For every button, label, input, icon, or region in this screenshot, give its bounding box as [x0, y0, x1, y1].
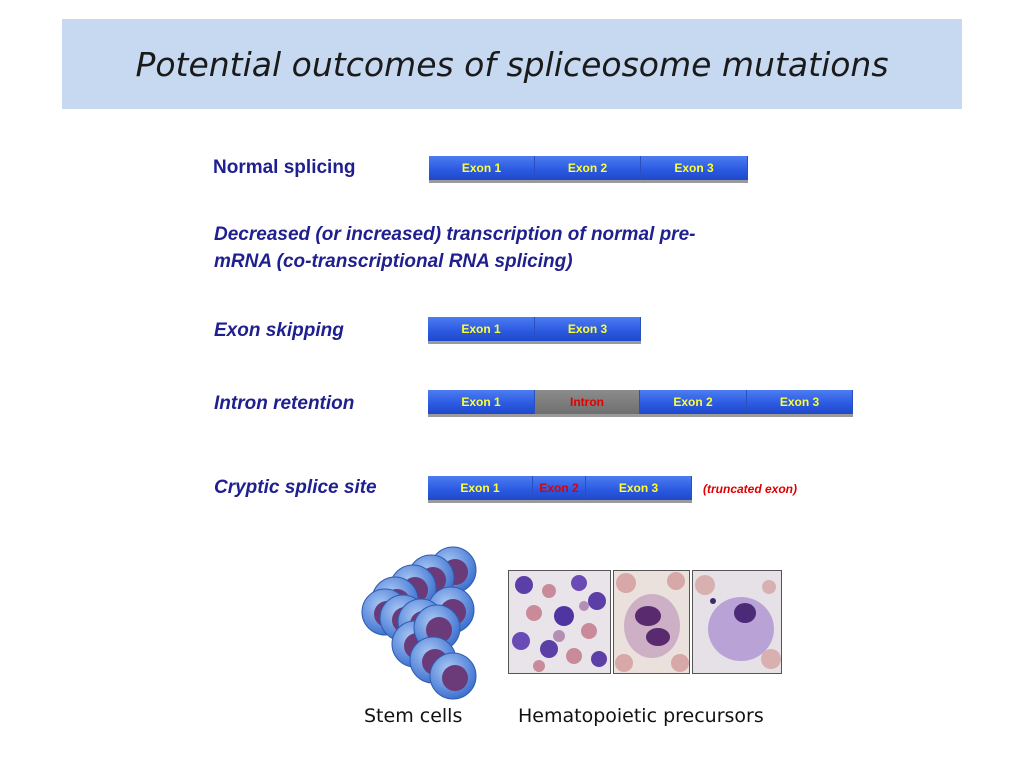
bar-cryptic-splice-site: Exon 1 Exon 2 Exon 3 — [428, 476, 692, 503]
segment-exon-3: Exon 3 — [641, 156, 748, 180]
title-banner: Potential outcomes of spliceosome mutati… — [62, 19, 962, 109]
bar-exon-skipping: Exon 1 Exon 3 — [428, 317, 641, 344]
segment-exon-3: Exon 3 — [535, 317, 641, 341]
segment-exon-1: Exon 1 — [428, 390, 535, 414]
slide-title: Potential outcomes of spliceosome mutati… — [135, 44, 889, 84]
stem-cell-group — [361, 546, 477, 700]
label-intron-retention: Intron retention — [214, 393, 355, 414]
label-normal-splicing: Normal splicing — [213, 157, 356, 178]
segment-exon-3: Exon 3 — [747, 390, 853, 414]
label-exon-skipping: Exon skipping — [214, 320, 344, 341]
label-cryptic-splice-site: Cryptic splice site — [214, 477, 377, 498]
segment-intron: Intron — [535, 390, 640, 414]
bar-normal-splicing: Exon 1 Exon 2 Exon 3 — [429, 156, 748, 183]
segment-exon-1: Exon 1 — [428, 476, 533, 500]
label-transcription-line1: Decreased (or increased) transcription o… — [214, 224, 696, 245]
micrograph-2 — [613, 570, 690, 674]
note-truncated-exon: (truncated exon) — [703, 482, 798, 496]
micrograph-3 — [692, 570, 782, 674]
bar-intron-retention: Exon 1 Intron Exon 2 Exon 3 — [428, 390, 853, 417]
caption-hematopoietic-precursors: Hematopoietic precursors — [518, 705, 764, 727]
segment-exon-1: Exon 1 — [429, 156, 535, 180]
segment-exon-2-truncated: Exon 2 — [533, 476, 586, 500]
segment-exon-2: Exon 2 — [640, 390, 747, 414]
micrograph-1 — [508, 570, 611, 674]
caption-stem-cells: Stem cells — [364, 705, 463, 727]
segment-exon-2: Exon 2 — [535, 156, 641, 180]
segment-exon-3: Exon 3 — [586, 476, 692, 500]
stem-cells-illustration — [361, 546, 477, 700]
label-transcription-line2: mRNA (co-transcriptional RNA splicing) — [214, 251, 573, 272]
segment-exon-1: Exon 1 — [428, 317, 535, 341]
